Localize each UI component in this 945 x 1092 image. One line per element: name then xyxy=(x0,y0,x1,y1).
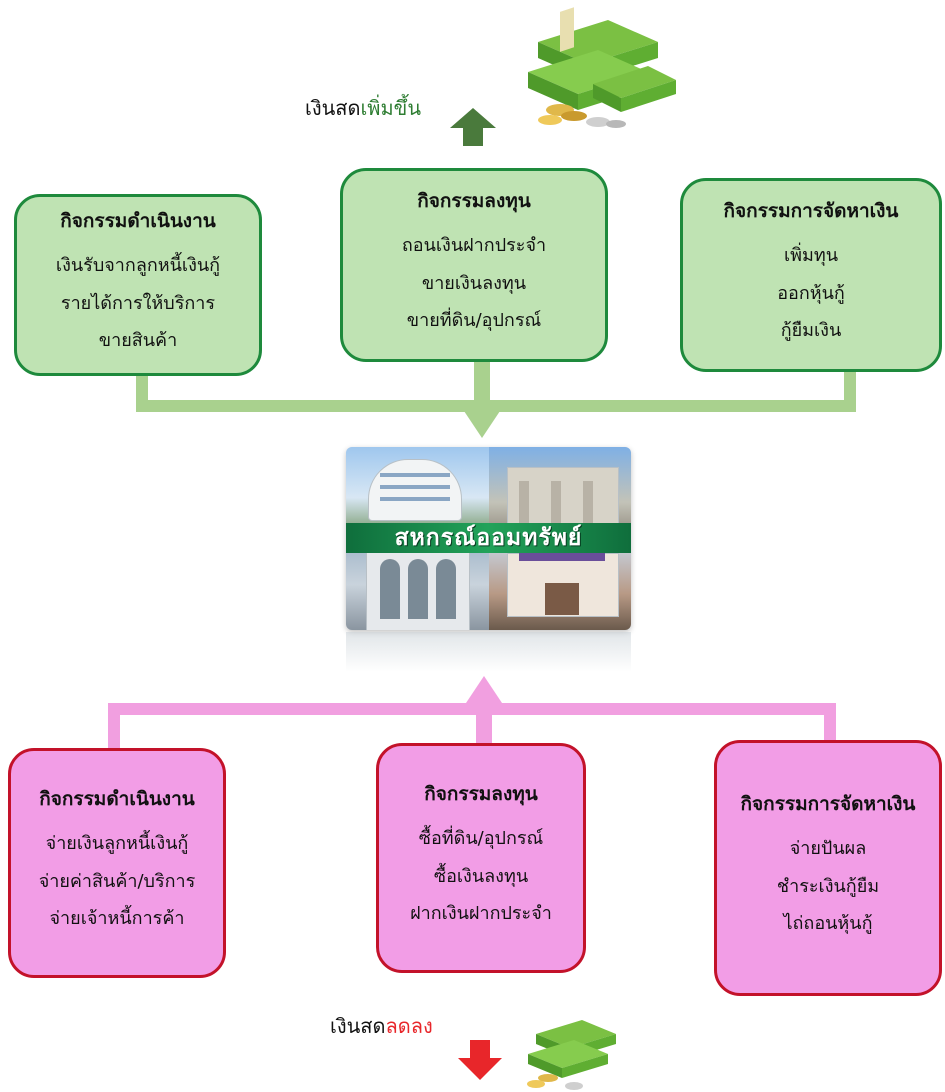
photo-building-3 xyxy=(346,538,489,630)
inflow-operating-title: กิจกรรมดำเนินงาน xyxy=(60,210,216,233)
outflow-investing-item: ซื้อเงินลงทุน xyxy=(433,865,529,887)
inflow-operating-item: เงินรับจากลูกหนี้เงินกู้ xyxy=(55,255,221,276)
outflow-investing-item: ซื้อที่ดิน/อุปกรณ์ xyxy=(418,828,544,849)
cash-increase-prefix: เงินสด xyxy=(305,96,361,120)
outflow-operating-item: จ่ายค่าสินค้า/บริการ xyxy=(38,870,196,892)
outflow-financing-item: จ่ายปันผล xyxy=(789,838,867,859)
photo-building-4 xyxy=(488,538,631,630)
cooperative-photo: สหกรณ์ออมทรัพย์ xyxy=(346,447,631,630)
inflow-connector-center-stem xyxy=(474,362,490,410)
inflow-investing-item: ขายที่ดิน/อุปกรณ์ xyxy=(406,310,542,332)
outflow-operating-item: จ่ายเงินลูกหนี้เงินกู้ xyxy=(45,833,189,854)
inflow-financing-title: กิจกรรมการจัดหาเงิน xyxy=(723,200,899,223)
cash-decrease-prefix: เงินสด xyxy=(330,1014,386,1038)
inflow-investing-item: ถอนเงินฝากประจำ xyxy=(401,235,547,256)
outflow-connector-horizontal xyxy=(108,703,836,715)
inflow-connector-horizontal xyxy=(136,400,856,412)
money-stack-icon xyxy=(528,7,676,128)
inflow-investing-item: ขายเงินลงทุน xyxy=(421,272,527,294)
outflow-connector-left-drop xyxy=(108,703,120,749)
photo-reflection xyxy=(346,632,631,672)
inflow-down-arrow-icon xyxy=(462,408,502,438)
cash-increase-highlight: เพิ่มขึ้น xyxy=(360,96,422,120)
cash-increase-label: เงินสดเพิ่มขึ้น xyxy=(305,92,421,124)
inflow-financing-item: กู้ยืมเงิน xyxy=(780,320,842,342)
outflow-investing-item: ฝากเงินฝากประจำ xyxy=(410,903,552,925)
inflow-operating-item: รายได้การให้บริการ xyxy=(60,292,216,314)
outflow-investing-title: กิจกรรมลงทุน xyxy=(424,783,538,806)
outflow-up-arrow-icon xyxy=(464,676,504,706)
inflow-investing-box: กิจกรรมลงทุน ถอนเงินฝากประจำ ขายเงินลงทุ… xyxy=(340,168,608,362)
inflow-operating-box: กิจกรรมดำเนินงาน เงินรับจากลูกหนี้เงินกู… xyxy=(14,194,262,376)
outflow-financing-item: ไถ่ถอนหุ้นกู้ xyxy=(783,913,873,935)
inflow-financing-item: ออกหุ้นกู้ xyxy=(777,282,845,304)
money-stack-icon xyxy=(527,1020,616,1090)
down-arrow-icon xyxy=(458,1040,502,1080)
outflow-operating-item: จ่ายเจ้าหนี้การค้า xyxy=(49,908,185,930)
outflow-investing-box: กิจกรรมลงทุน ซื้อที่ดิน/อุปกรณ์ ซื้อเงิน… xyxy=(376,743,586,973)
inflow-financing-box: กิจกรรมการจัดหาเงิน เพิ่มทุน ออกหุ้นกู้ … xyxy=(680,178,942,372)
cooperative-banner: สหกรณ์ออมทรัพย์ xyxy=(346,523,631,553)
outflow-operating-title: กิจกรรมดำเนินงาน xyxy=(39,788,195,811)
outflow-financing-box: กิจกรรมการจัดหาเงิน จ่ายปันผล ชำระเงินกู… xyxy=(714,740,942,996)
outflow-financing-title: กิจกรรมการจัดหาเงิน xyxy=(740,793,916,816)
inflow-investing-title: กิจกรรมลงทุน xyxy=(417,190,531,213)
inflow-operating-item: ขายสินค้า xyxy=(98,330,178,352)
up-arrow-icon xyxy=(450,108,496,146)
cash-decrease-label: เงินสดลดลง xyxy=(330,1010,433,1042)
outflow-connector-right-drop xyxy=(824,703,836,743)
cash-decrease-highlight: ลดลง xyxy=(385,1014,433,1038)
inflow-financing-item: เพิ่มทุน xyxy=(783,245,839,266)
outflow-financing-item: ชำระเงินกู้ยืม xyxy=(776,875,880,897)
outflow-operating-box: กิจกรรมดำเนินงาน จ่ายเงินลูกหนี้เงินกู้ … xyxy=(8,748,226,978)
